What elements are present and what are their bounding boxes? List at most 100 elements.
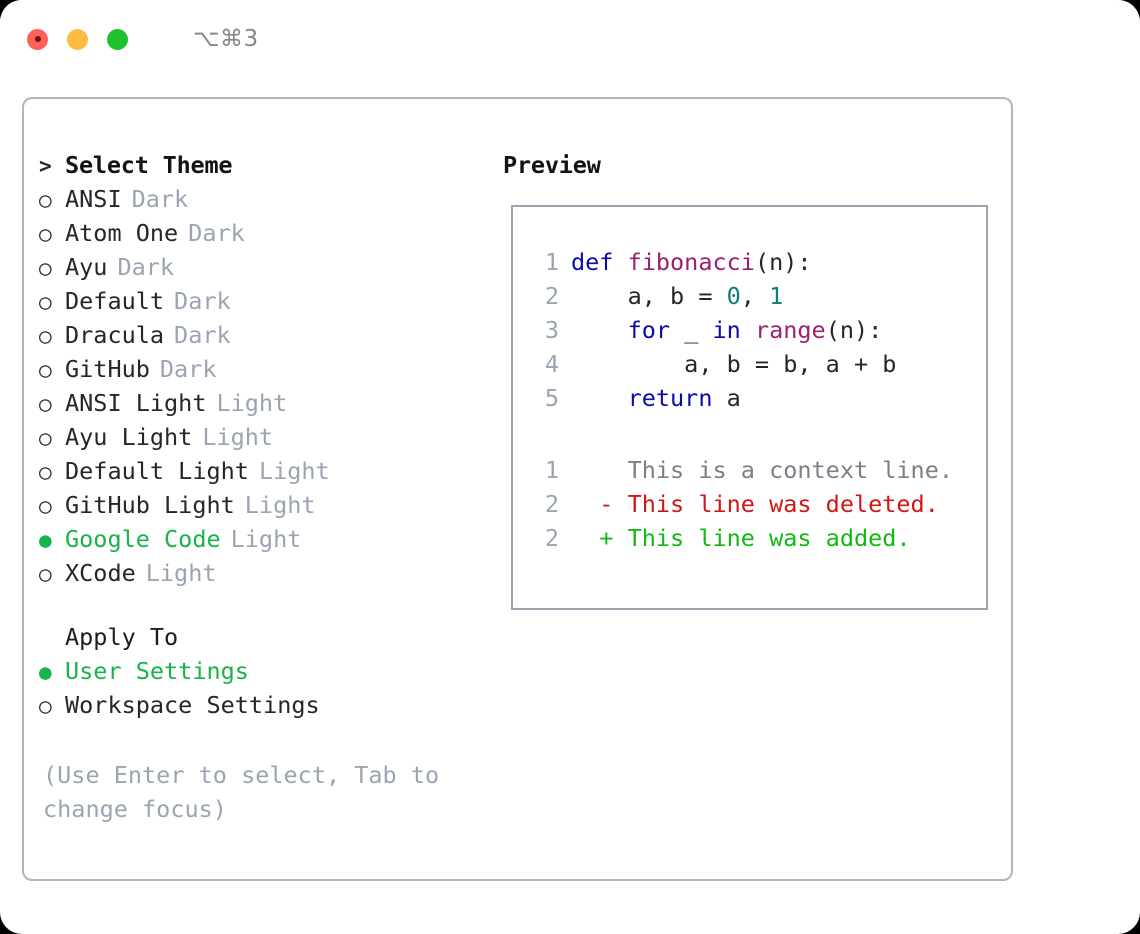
theme-list-item[interactable]: ○ Default Dark — [39, 284, 502, 318]
apply-to-option[interactable]: ○ Workspace Settings — [39, 688, 502, 722]
theme-kind-badge: Light — [230, 525, 302, 553]
diff-line: 2 - This line was deleted. — [533, 487, 986, 521]
theme-list-item[interactable]: ● Google Code Light — [39, 522, 502, 556]
radio-unselected-icon: ○ — [39, 358, 52, 382]
code-token: 0 — [726, 282, 741, 310]
radio-unselected-icon: ○ — [39, 426, 52, 450]
code-token: def — [571, 248, 628, 276]
theme-kind-badge: Dark — [174, 287, 231, 315]
code-token: return — [627, 384, 713, 412]
radio-unselected-icon: ○ — [39, 694, 52, 718]
theme-kind-badge: Light — [216, 389, 288, 417]
code-line: 3 for _ in range(n): — [533, 313, 986, 347]
diff-sample: 1 This is a context line.2 - This line w… — [533, 453, 986, 555]
radio-unselected-icon: ○ — [39, 290, 52, 314]
code-token: for — [627, 316, 671, 344]
diff-text: This is a context line. — [571, 456, 954, 484]
theme-kind-badge: Light — [244, 491, 316, 519]
apply-to-label: Workspace Settings — [65, 691, 320, 719]
theme-name: Default Light — [65, 457, 249, 485]
theme-kind-badge: Dark — [188, 219, 245, 247]
theme-list-item[interactable]: ○ Ayu Light Light — [39, 420, 502, 454]
code-token — [741, 316, 755, 344]
theme-kind-badge: Light — [202, 423, 274, 451]
code-text: a, b = b, a + b — [571, 347, 896, 381]
code-token — [571, 316, 628, 344]
theme-list-item[interactable]: ○ GitHub Dark — [39, 352, 502, 386]
line-number: 2 — [544, 524, 559, 552]
theme-kind-badge: Dark — [174, 321, 231, 349]
theme-name: Default — [65, 287, 165, 315]
theme-name: XCode — [65, 559, 136, 587]
diff-line: 2 + This line was added. — [533, 521, 986, 555]
line-number: 3 — [544, 316, 559, 344]
theme-name: Atom One — [65, 219, 179, 247]
line-number: 4 — [544, 350, 559, 378]
spacer — [39, 590, 502, 620]
theme-name: Ayu — [65, 253, 108, 281]
diff-line: 1 This is a context line. — [533, 453, 986, 487]
code-text: a, b = 0, 1 — [571, 279, 784, 313]
theme-list-item[interactable]: ○ GitHub Light Light — [39, 488, 502, 522]
keyboard-hint: (Use Enter to select, Tab to change focu… — [43, 761, 440, 823]
maximize-button[interactable] — [107, 28, 128, 50]
code-token: , — [740, 282, 770, 310]
theme-kind-badge: Dark — [159, 355, 217, 383]
apply-to-label: User Settings — [65, 657, 249, 685]
radio-unselected-icon: ○ — [39, 494, 52, 518]
code-token: a — [712, 384, 741, 412]
keyboard-shortcut-label: ⌥⌘3 — [193, 26, 259, 52]
apply-to-option[interactable]: ● User Settings — [39, 654, 502, 688]
code-text: for _ in range(n): — [571, 313, 883, 347]
apply-to-title: Apply To — [65, 623, 179, 651]
code-token: in — [712, 316, 741, 344]
radio-unselected-icon: ○ — [39, 256, 52, 280]
preview-title: Preview — [503, 151, 601, 179]
theme-list-item[interactable]: ○ Atom One Dark — [39, 216, 502, 250]
close-button[interactable] — [27, 28, 48, 50]
diff-text: + This line was added. — [571, 524, 911, 552]
theme-name: Dracula — [65, 321, 165, 349]
radio-selected-icon: ● — [39, 660, 52, 684]
code-line: 5 return a — [533, 381, 986, 415]
code-token: fibonacci — [627, 248, 755, 276]
theme-name: GitHub — [65, 355, 150, 383]
theme-kind-badge: Dark — [117, 253, 175, 281]
code-text: def fibonacci(n): — [571, 245, 812, 279]
code-token — [571, 384, 628, 412]
diff-text: - This line was deleted. — [571, 490, 939, 518]
theme-name: Google Code — [65, 525, 221, 553]
prompt-caret-icon: > — [39, 154, 52, 178]
theme-name: Ayu Light — [65, 423, 193, 451]
radio-selected-icon: ● — [39, 528, 52, 552]
code-token: a, b = b, a + b — [571, 350, 897, 378]
line-number: 2 — [544, 490, 559, 518]
minimize-button[interactable] — [67, 28, 88, 50]
code-token: range — [754, 316, 826, 344]
theme-list-item[interactable]: ○ Ayu Dark — [39, 250, 502, 284]
spacer — [533, 415, 986, 453]
code-token: (n): — [754, 248, 812, 276]
theme-name: ANSI — [65, 185, 122, 213]
theme-name: GitHub Light — [65, 491, 235, 519]
theme-kind-badge: Light — [258, 457, 330, 485]
apply-to-list: ● User Settings ○ Workspace Settings — [39, 654, 502, 722]
theme-kind-badge: Light — [145, 559, 217, 587]
code-text: return a — [571, 381, 741, 415]
code-token: a, b = — [571, 282, 727, 310]
title-bar: ⌥⌘3 — [0, 0, 1140, 78]
radio-unselected-icon: ○ — [39, 222, 52, 246]
code-line: 4 a, b = b, a + b — [533, 347, 986, 381]
